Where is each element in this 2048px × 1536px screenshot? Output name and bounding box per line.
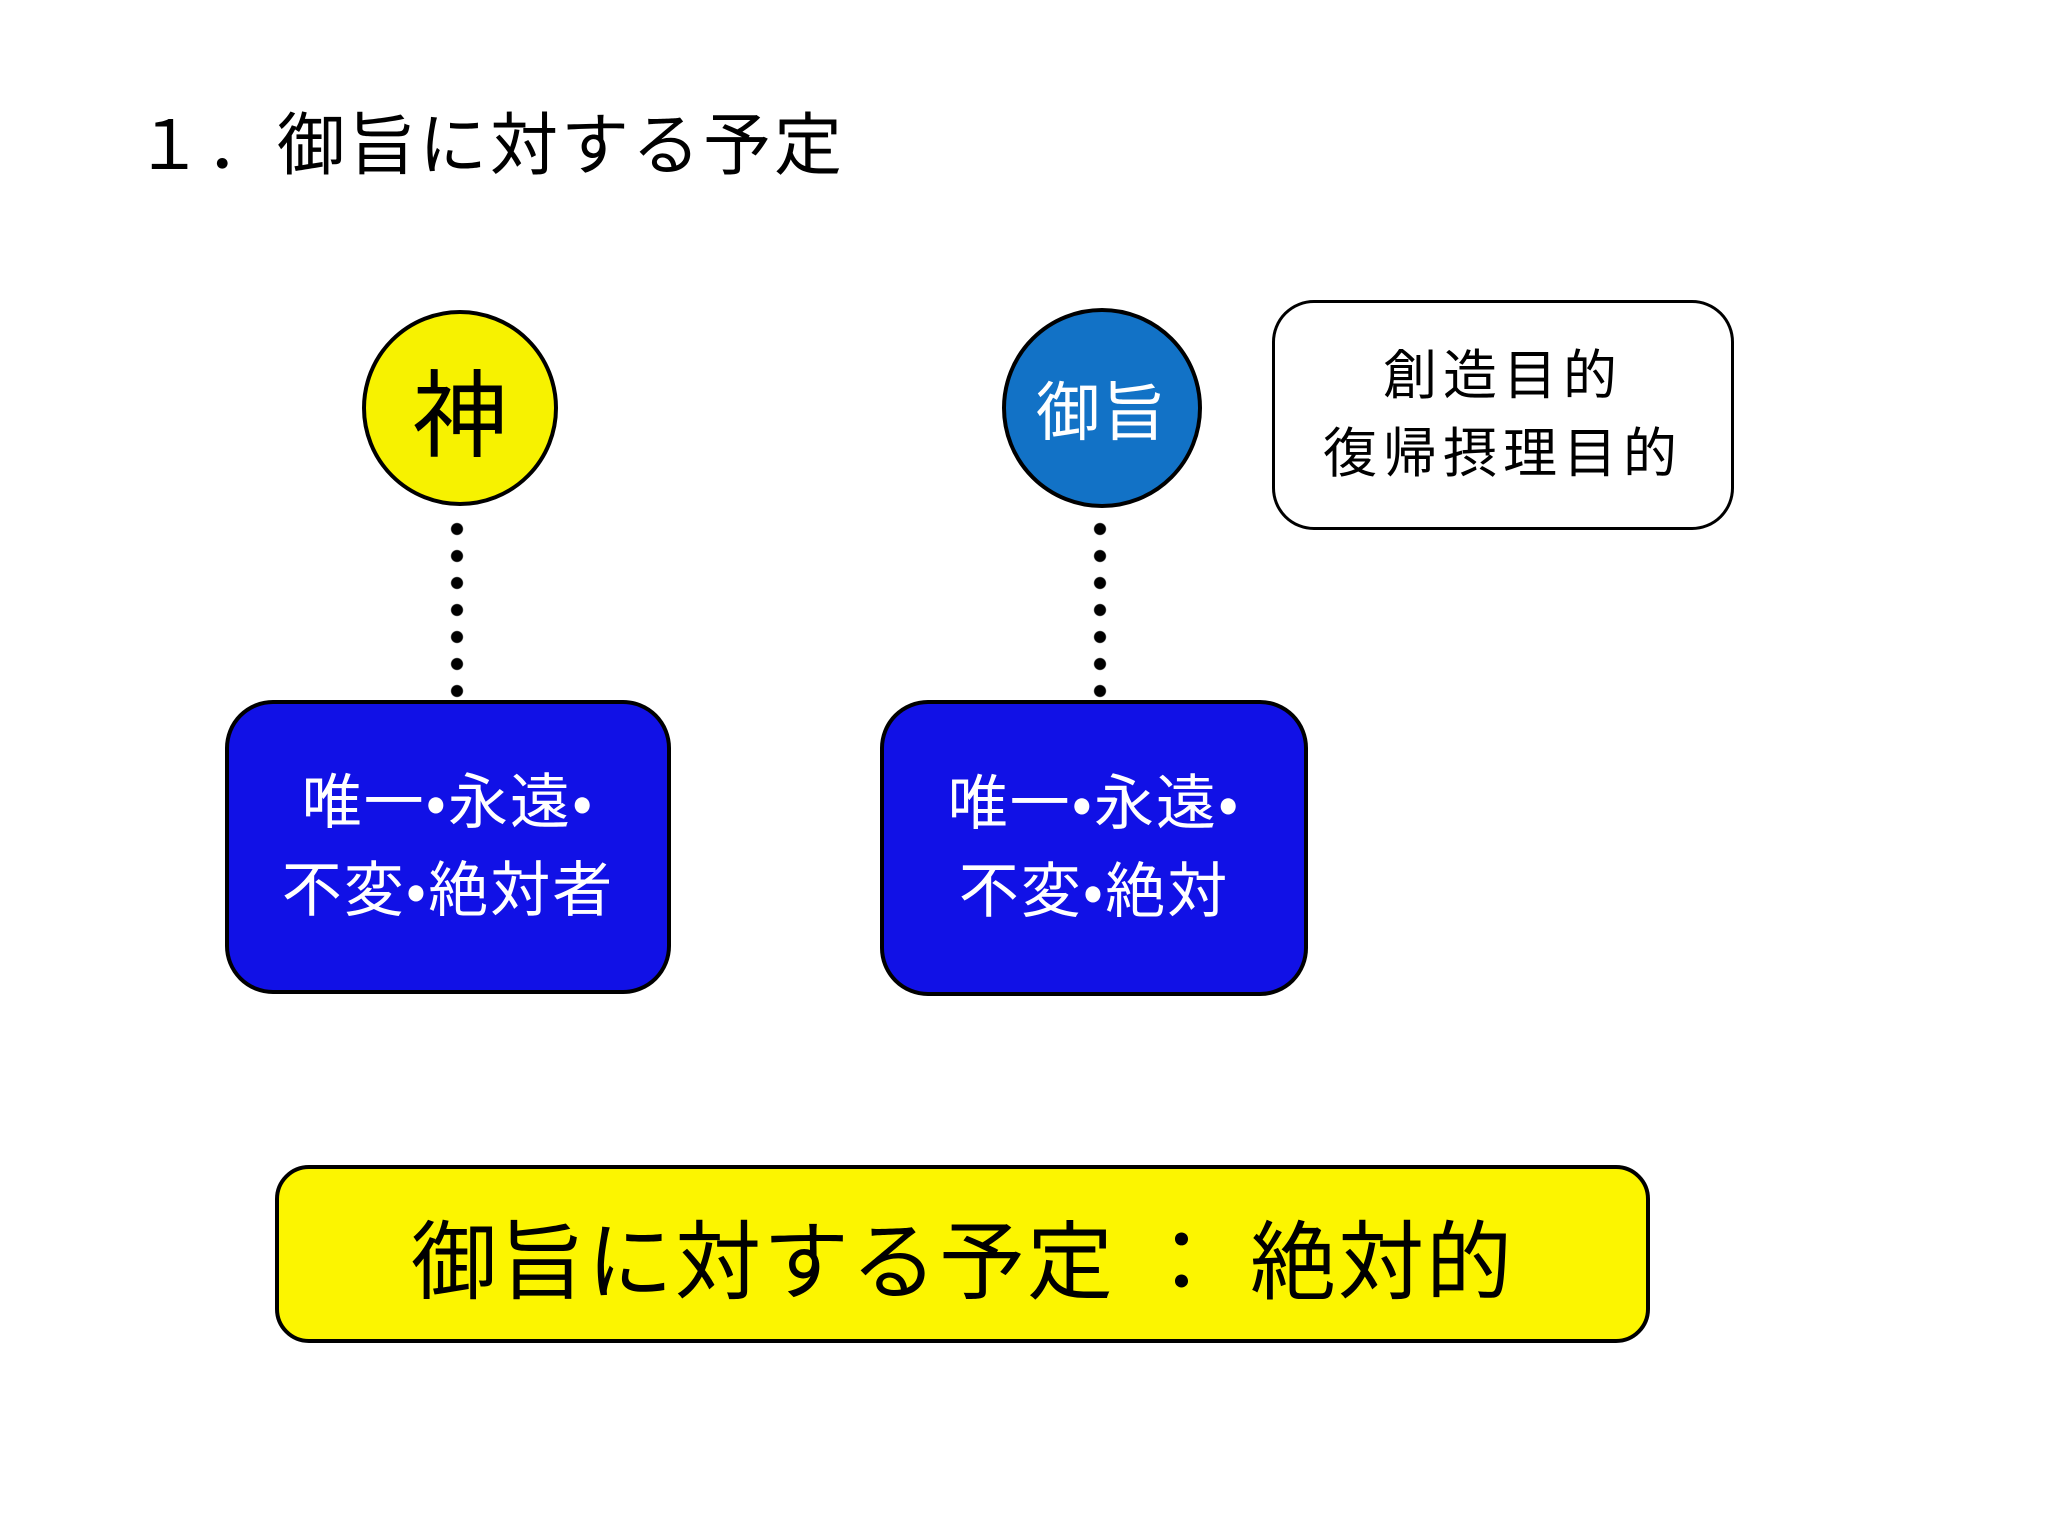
page-title: １．御旨に対する予定 bbox=[135, 108, 846, 184]
conclusion-banner: 御旨に対する予定 ： 絶対的 bbox=[275, 1165, 1650, 1343]
will-attributes-line1: 唯一・永遠・ bbox=[947, 770, 1241, 837]
conclusion-text: 御旨に対する予定 ： 絶対的 bbox=[411, 1214, 1514, 1311]
purpose-note-box: 創造目的 復帰摂理目的 bbox=[1272, 300, 1734, 530]
dotted-connector-will bbox=[1093, 522, 1107, 706]
will-circle-label: 御旨 bbox=[1036, 378, 1168, 449]
purpose-note-line1: 創造目的 bbox=[1383, 345, 1623, 406]
god-circle: 神 bbox=[362, 310, 558, 506]
god-attributes-line1: 唯一・永遠・ bbox=[301, 769, 595, 836]
will-attributes-box: 唯一・永遠・ 不変・絶対 bbox=[880, 700, 1308, 996]
dotted-connector-god bbox=[450, 522, 464, 706]
will-circle: 御旨 bbox=[1002, 308, 1202, 508]
purpose-note-line2: 復帰摂理目的 bbox=[1323, 424, 1683, 484]
god-attributes-line2: 不変・絶対者 bbox=[281, 858, 615, 924]
god-attributes-box: 唯一・永遠・ 不変・絶対者 bbox=[225, 700, 671, 994]
god-circle-label: 神 bbox=[412, 363, 508, 470]
will-attributes-line2: 不変・絶対 bbox=[958, 859, 1230, 925]
